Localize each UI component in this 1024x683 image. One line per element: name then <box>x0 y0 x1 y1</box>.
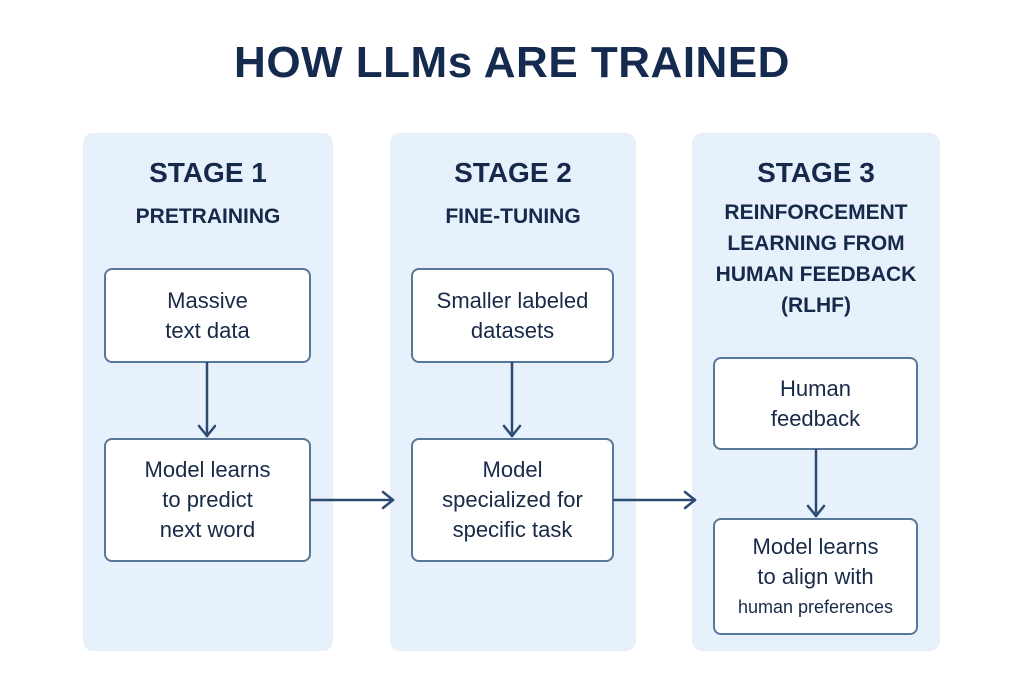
step-text-line: to predict <box>162 487 253 512</box>
step-text-line: feedback <box>770 405 861 431</box>
stage-3-name: REINFORCEMENT LEARNING FROM HUMAN FEEDBA… <box>692 197 940 321</box>
step-text-line: datasets <box>470 317 555 343</box>
stage-1-panel: STAGE 1 PRETRAINING <box>83 133 333 651</box>
step-text-line: Model <box>482 457 543 482</box>
stage-2-panel: STAGE 2 FINE-TUNING <box>390 133 636 651</box>
stage-2-step-labeled-datasets: Smaller labeled datasets <box>411 268 614 363</box>
stage-3-name-line: REINFORCEMENT <box>724 201 908 224</box>
stage-1-step-model-learns: Model learns to predict next word <box>104 438 311 562</box>
step-text-line: specific task <box>452 517 573 542</box>
step-text-line: Model learns <box>752 533 879 559</box>
step-text-line: Smaller labeled <box>436 287 589 313</box>
step-text-line: Human <box>780 375 851 401</box>
step-text-line: Model learns <box>144 457 271 482</box>
stage-3-step-model-aligns: Model learns to align with human prefere… <box>713 518 918 635</box>
step-text-line: Massive <box>167 287 248 313</box>
step-text-line: next word <box>159 517 256 542</box>
step-text-line: specialized for <box>442 487 583 512</box>
stage-3-name-line: LEARNING FROM <box>727 232 905 255</box>
stage-2-step-model-specialized: Model specialized for specific task <box>411 438 614 562</box>
stage-3-name-line: HUMAN FEEDBACK <box>715 263 917 286</box>
stage-3-number: STAGE 3 <box>757 157 875 188</box>
stage-1-number: STAGE 1 <box>149 157 267 188</box>
stage-3-name-line: (RLHF) <box>781 294 851 317</box>
stage-1-name: PRETRAINING <box>135 205 281 228</box>
stage-2-name: FINE-TUNING <box>445 205 581 228</box>
diagram-title: HOW LLMs ARE TRAINED <box>234 38 790 87</box>
stage-3-step-human-feedback: Human feedback <box>713 357 918 450</box>
stage-1-step-massive-text-data: Massive text data <box>104 268 311 363</box>
stage-2-number: STAGE 2 <box>454 157 572 188</box>
step-text-line: human preferences <box>737 596 894 617</box>
step-text-line: to align with <box>757 563 874 589</box>
step-text-line: text data <box>165 317 250 343</box>
